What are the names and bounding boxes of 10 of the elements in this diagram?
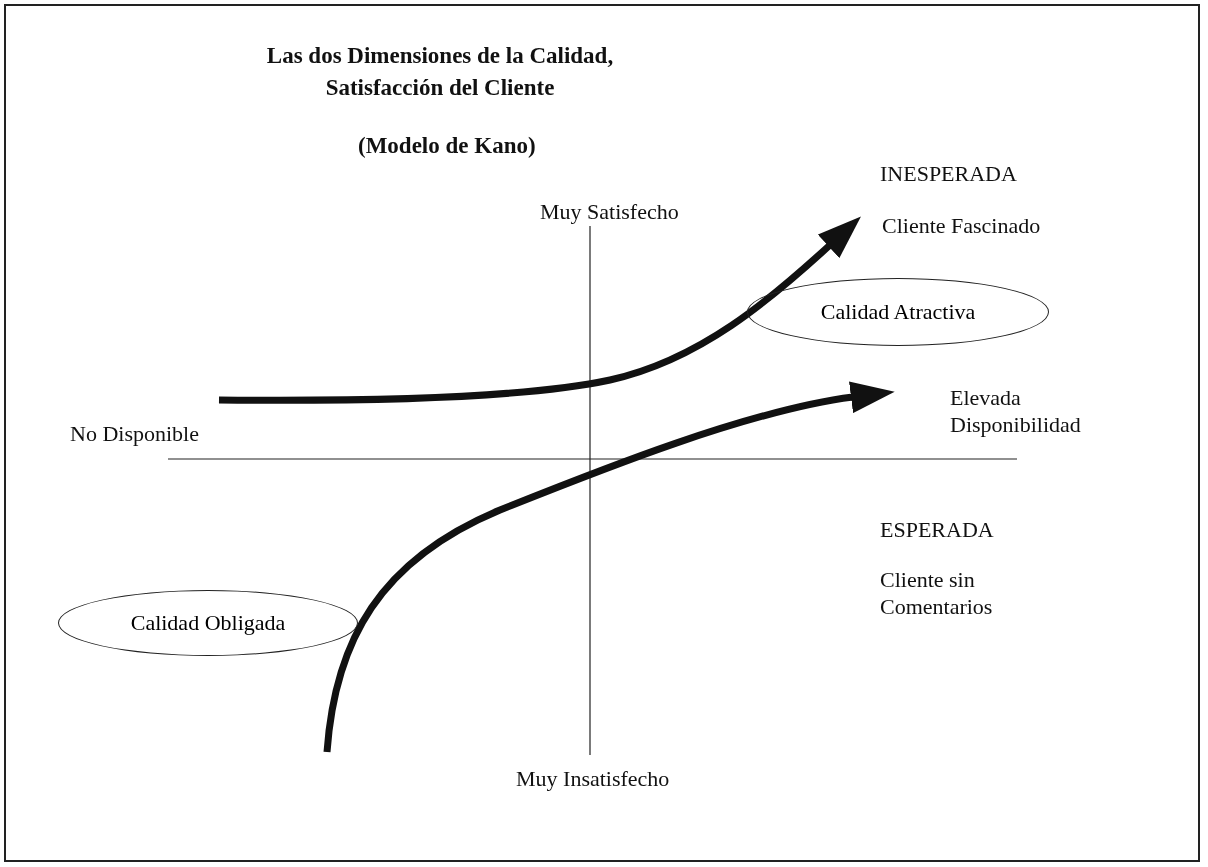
axis-label: No Disponible	[70, 420, 199, 447]
quadrant-label: Cliente Fascinado	[882, 212, 1041, 239]
axis-label: Muy Insatisfecho	[516, 765, 670, 792]
title: Las dos Dimensiones de la Calidad, Satisfacción del Cliente	[265, 42, 615, 102]
quadrant-label: ESPERADA	[880, 516, 994, 543]
axis-label: Elevada Disponibilidad	[950, 384, 1082, 438]
axis-label: Muy Satisfecho	[540, 198, 679, 225]
quadrant-label: INESPERADA	[880, 160, 1017, 187]
subtitle: (Modelo de Kano)	[358, 132, 536, 159]
quadrant-label: Cliente sin Comentarios	[880, 566, 994, 620]
